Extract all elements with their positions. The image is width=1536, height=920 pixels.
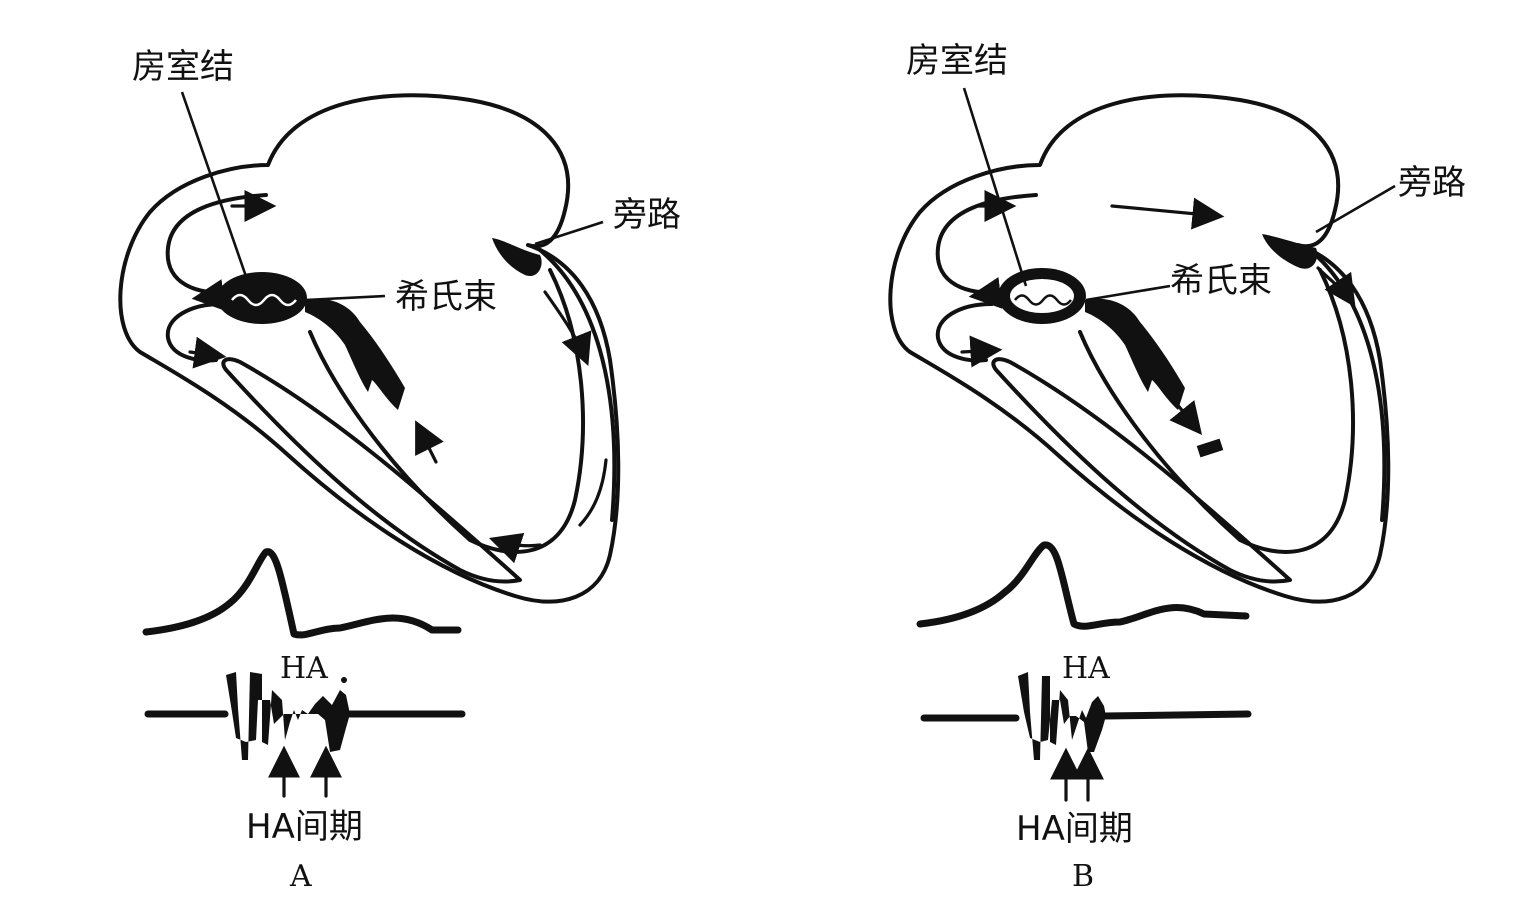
accessory-leader [534,220,604,246]
septum-band [221,357,522,584]
ventricle-inner-wall [308,268,585,554]
accessory-pathway-label: 旁路 [1398,163,1466,203]
surface-ecg-trace [916,541,1250,630]
accessory-descending-arrow [543,290,592,366]
atrial-flow-arrow-2 [1110,197,1225,230]
his-bundle-shape [1085,298,1185,410]
accessory-pathway-shape [492,238,542,276]
av-node-inner [1010,279,1074,313]
surface-ecg-trace [142,548,462,639]
his-bundle-leader [304,294,386,302]
block-marker [1196,438,1224,458]
accessory-descending-arrow [1316,266,1356,308]
ha-interval-label: HA间期 [1016,809,1133,849]
intracardiac-trace-baseline [920,710,1252,722]
av-node-label: 房室结 [906,41,1008,81]
ha-marker-label: HA [280,651,328,686]
ha-marker-label: HA [1062,651,1110,686]
av-node-squiggle [231,293,297,307]
heart-outer-outline [118,93,621,604]
intracardiac-complex-1 [226,672,350,760]
av-node-shape [217,272,307,324]
panel-a: 房室结 希氏束 旁路 HA HA间期 A [118,47,681,894]
septal-retrograde-arrow [415,420,444,464]
panel-b: 房室结 希氏束 旁路 HA HA间期 B [888,41,1466,894]
ha-interval-label: HA间期 [246,807,363,847]
panel-a-label: A [289,859,312,894]
his-bundle-label: 希氏束 [1170,261,1272,301]
his-bundle-shape [305,298,405,410]
accessory-leader [1315,184,1396,234]
atrial-flow-arrow-3 [188,336,227,369]
av-node-leader [962,87,1028,287]
atrial-flow-arrow-4 [960,335,1003,368]
ventricle-flow-curve [578,458,608,527]
panel-b-label: B [1072,859,1094,894]
av-node-label: 房室结 [132,47,234,87]
av-node-leader [180,91,252,289]
heart-outer-outline [888,93,1391,604]
his-descending-arrow [1169,396,1203,435]
his-bundle-label: 希氏束 [395,277,497,317]
apex-flow-arrow [488,532,542,564]
av-node-squiggle [1014,294,1072,306]
accessory-pathway-shape [1262,234,1318,269]
ventricle-right-inner [538,248,617,522]
septum-band [991,357,1292,584]
intracardiac-complex-1 [1018,672,1106,760]
his-dot-marker [341,677,347,683]
atrial-flow-arrow-2 [191,279,234,311]
his-bundle-leader [1085,284,1171,302]
ventricle-inner-wall [1078,268,1355,554]
accessory-pathway-label: 旁路 [613,195,681,235]
atrial-flow-arrow-3 [968,277,1010,309]
